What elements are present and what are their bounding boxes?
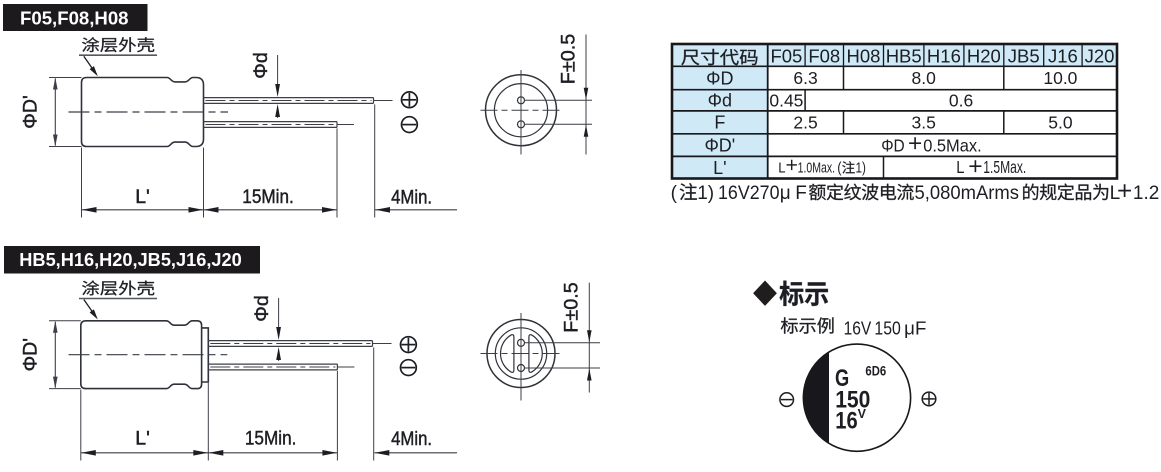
svg-text:0.5Max.: 0.5Max. — [923, 135, 982, 155]
svg-text:(: ( — [837, 160, 841, 177]
svg-text:μ: μ — [780, 183, 791, 204]
svg-text:J20: J20 — [1085, 46, 1115, 67]
svg-text:10.0: 10.0 — [1043, 68, 1077, 88]
svg-text:L': L' — [713, 158, 726, 178]
svg-text:JB5: JB5 — [1008, 46, 1040, 67]
svg-text:Φd: Φd — [708, 91, 732, 111]
svg-text:L: L — [1110, 183, 1121, 204]
svg-text:F05: F05 — [770, 46, 802, 67]
svg-text:HB5: HB5 — [886, 46, 922, 67]
svg-text:F: F — [795, 183, 807, 204]
svg-text:6.3: 6.3 — [793, 68, 817, 88]
svg-text:G: G — [835, 365, 849, 392]
svg-text:F: F — [714, 113, 725, 133]
svg-text:H20: H20 — [967, 46, 1001, 67]
svg-text:L: L — [778, 160, 785, 177]
svg-text:ΦD': ΦD' — [704, 135, 735, 155]
svg-text:F±0.5: F±0.5 — [558, 34, 580, 85]
svg-text:150: 150 — [874, 317, 900, 338]
svg-text:V: V — [858, 406, 867, 421]
svg-text:6D6: 6D6 — [865, 363, 886, 379]
svg-text:1.0Max.: 1.0Max. — [798, 160, 835, 177]
svg-text:16V270: 16V270 — [718, 183, 780, 204]
svg-text:1): 1) — [697, 183, 714, 204]
svg-text:ΦD: ΦD — [706, 68, 733, 88]
svg-text:Φd: Φd — [250, 52, 272, 78]
svg-text:(: ( — [671, 183, 678, 204]
svg-text:F±0.5: F±0.5 — [561, 282, 583, 333]
svg-text:1.2: 1.2 — [1133, 183, 1159, 204]
svg-text:16: 16 — [835, 408, 857, 435]
svg-text:4Min.: 4Min. — [391, 187, 432, 209]
svg-text:ΦD': ΦD' — [20, 338, 42, 371]
svg-text:0.45: 0.45 — [769, 91, 803, 111]
svg-text:0.6: 0.6 — [949, 91, 973, 111]
svg-text:J16: J16 — [1048, 46, 1078, 67]
svg-text:2.5: 2.5 — [793, 113, 817, 133]
svg-text:1): 1) — [856, 160, 866, 177]
svg-text:4Min.: 4Min. — [391, 428, 432, 450]
svg-text:HB5,H16,H20,JB5,J16,J20: HB5,H16,H20,JB5,J16,J20 — [19, 250, 241, 270]
svg-text:15Min.: 15Min. — [245, 428, 297, 450]
svg-text:L': L' — [135, 428, 150, 450]
svg-text:ΦD': ΦD' — [20, 95, 42, 128]
svg-text:H08: H08 — [847, 46, 881, 67]
svg-text:150: 150 — [835, 387, 870, 414]
svg-text:15Min.: 15Min. — [242, 186, 294, 208]
svg-text:5,080mArms: 5,080mArms — [915, 183, 1020, 204]
svg-text:1.5Max.: 1.5Max. — [983, 157, 1026, 177]
svg-text:8.0: 8.0 — [911, 68, 936, 88]
svg-text:3.5: 3.5 — [911, 113, 935, 133]
svg-text:L: L — [956, 157, 965, 177]
svg-text:Φd: Φd — [251, 295, 273, 321]
svg-text:ΦD: ΦD — [881, 135, 905, 155]
svg-text:5.0: 5.0 — [1048, 113, 1073, 133]
svg-text:F08: F08 — [808, 46, 840, 67]
svg-text:F05,F08,H08: F05,F08,H08 — [20, 7, 129, 28]
svg-text:μF: μF — [904, 317, 926, 338]
svg-text:H16: H16 — [927, 46, 961, 67]
svg-text:L': L' — [135, 186, 150, 208]
svg-text:16V: 16V — [844, 317, 872, 338]
